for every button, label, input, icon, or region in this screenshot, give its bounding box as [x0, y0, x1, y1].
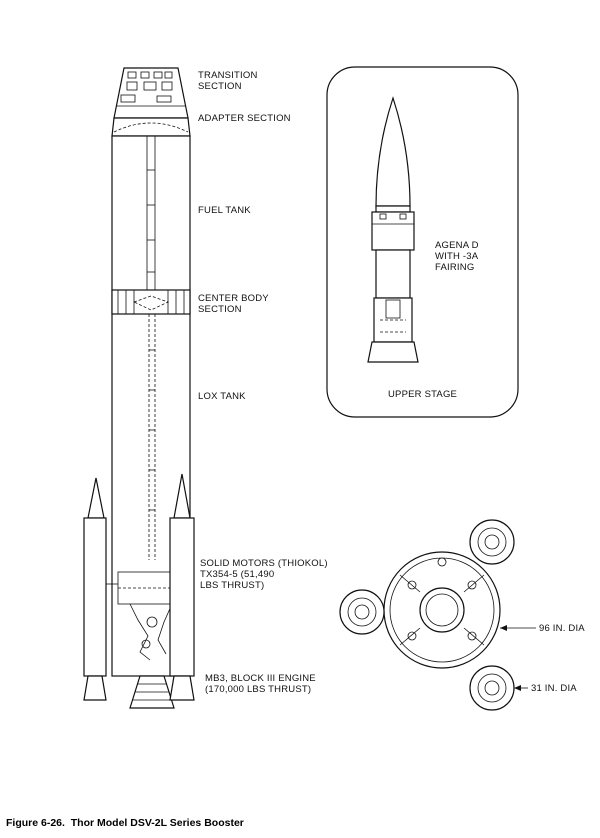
label-center-body-2: SECTION	[198, 304, 242, 315]
label-solid-3: LBS THRUST)	[200, 580, 264, 591]
label-agena-1: AGENA D	[435, 240, 479, 251]
label-agena-2: WITH -3A	[435, 251, 479, 262]
label-adapter: ADAPTER SECTION	[198, 113, 291, 124]
label-lox-tank: LOX TANK	[198, 391, 246, 402]
label-fuel-tank: FUEL TANK	[198, 205, 251, 216]
label-transition-1: TRANSITION	[198, 70, 258, 81]
label-center-body-1: CENTER BODY	[198, 293, 269, 304]
label-dia-31: 31 IN. DIA	[531, 683, 577, 694]
booster-bottom-view	[339, 519, 515, 711]
label-dia-96: 96 IN. DIA	[539, 623, 585, 634]
upper-stage-frame	[326, 66, 519, 418]
label-solid-2: TX354-5 (51,490	[200, 569, 274, 580]
label-engine-1: MB3, BLOCK III ENGINE	[205, 673, 316, 684]
label-transition-2: SECTION	[198, 81, 242, 92]
label-engine-2: (170,000 LBS THRUST)	[205, 684, 311, 695]
label-solid-1: SOLID MOTORS (THIOKOL)	[200, 558, 328, 569]
label-upper-stage: UPPER STAGE	[388, 389, 457, 400]
booster-side-view	[83, 67, 195, 709]
dimension-arrows	[500, 625, 536, 691]
figure-caption: Figure 6-26. Thor Model DSV-2L Series Bo…	[6, 817, 244, 829]
label-agena-3: FAIRING	[435, 262, 474, 273]
agena-upper-stage	[367, 96, 419, 363]
